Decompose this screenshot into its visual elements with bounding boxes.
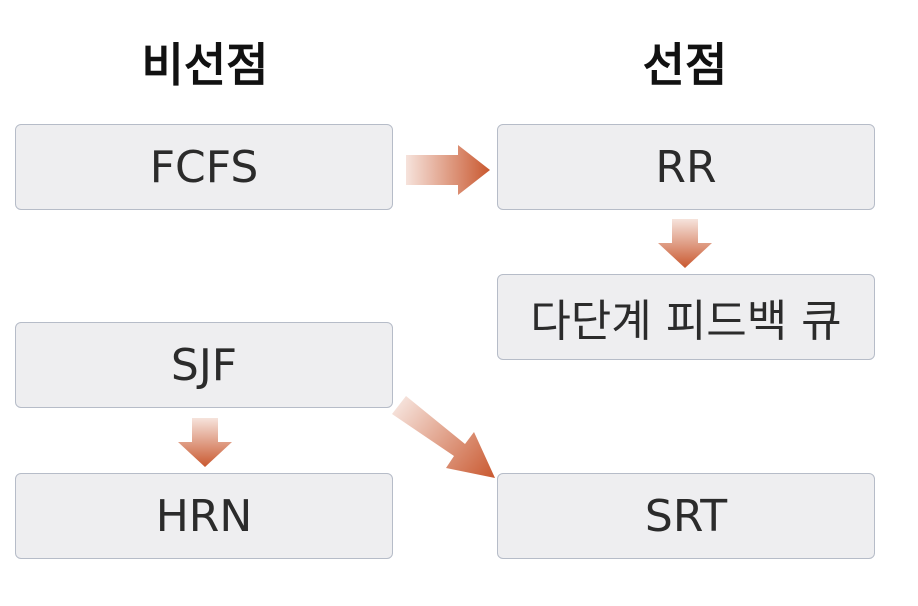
arrow-rr-to-mlfq [658, 219, 712, 268]
arrow-sjf-to-srt [392, 396, 495, 478]
heading-non-preemptive: 비선점 [141, 38, 269, 92]
box-multilevel-feedback-queue: 다단계 피드백 큐 [497, 274, 875, 360]
box-hrn-label: HRN [155, 490, 253, 542]
box-mlfq-label: 다단계 피드백 큐 [530, 296, 842, 347]
box-rr-label: RR [655, 141, 717, 193]
box-fcfs: FCFS [15, 124, 393, 210]
box-srt: SRT [497, 473, 875, 559]
box-rr: RR [497, 124, 875, 210]
box-srt-label: SRT [644, 490, 728, 542]
box-sjf: SJF [15, 322, 393, 408]
arrow-sjf-to-hrn [178, 418, 232, 467]
box-hrn: HRN [15, 473, 393, 559]
heading-preemptive: 선점 [642, 38, 728, 92]
box-fcfs-label: FCFS [149, 141, 259, 193]
arrow-fcfs-to-rr [406, 145, 490, 195]
box-sjf-label: SJF [170, 339, 238, 391]
